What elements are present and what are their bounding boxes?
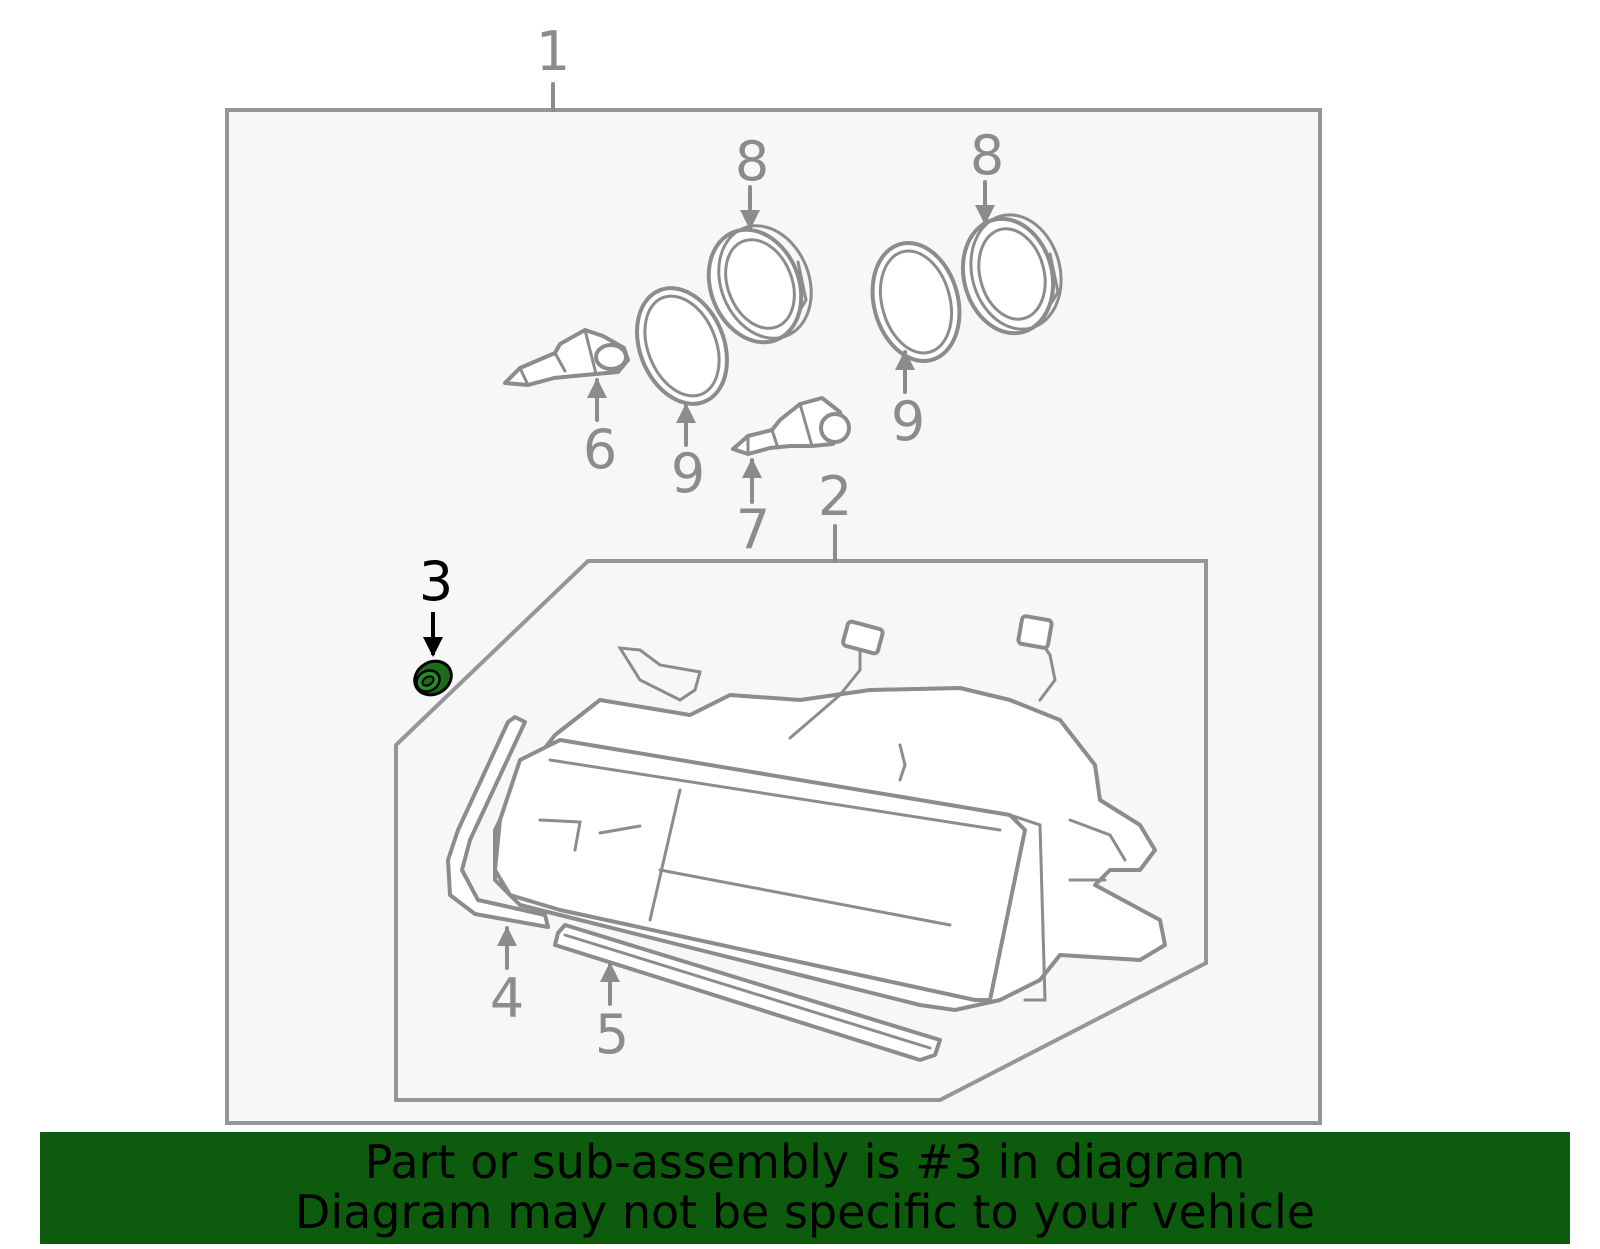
callout-9-right: 9	[891, 390, 925, 453]
callout-7: 7	[736, 498, 770, 561]
info-banner: Part or sub-assembly is #3 in diagram Di…	[40, 1132, 1570, 1244]
callout-9-left: 9	[671, 442, 705, 505]
retainer-8-right	[960, 213, 1063, 336]
trim-strip-5	[553, 923, 942, 1062]
callout-6: 6	[583, 418, 617, 481]
ring-9-right	[870, 241, 962, 363]
banner-line-2: Diagram may not be specific to your vehi…	[294, 1185, 1316, 1239]
callout-labels: 1 8 8 6 9 9 7 2 3 4 5	[419, 20, 1004, 1066]
callout-2: 2	[818, 465, 852, 528]
bulb-6	[503, 328, 630, 387]
callout-8-left: 8	[735, 130, 769, 193]
callout-4: 4	[490, 967, 524, 1030]
callout-8-right: 8	[970, 124, 1004, 187]
seal-strip-4	[446, 715, 550, 929]
banner-line-1: Part or sub-assembly is #3 in diagram	[364, 1135, 1246, 1189]
grommet-part-3[interactable]	[409, 655, 458, 702]
parts-diagram: 1 8 8 6 9 9 7 2 3 4 5	[225, 20, 1322, 1125]
headlamp-housing	[493, 614, 1167, 1012]
callout-5: 5	[595, 1003, 629, 1066]
ring-9-left	[635, 286, 729, 406]
callout-arrows	[423, 180, 995, 1006]
callout-1: 1	[536, 20, 570, 83]
bulb-7	[731, 396, 851, 456]
retainer-8-left	[706, 224, 813, 345]
callout-3: 3	[419, 550, 453, 613]
